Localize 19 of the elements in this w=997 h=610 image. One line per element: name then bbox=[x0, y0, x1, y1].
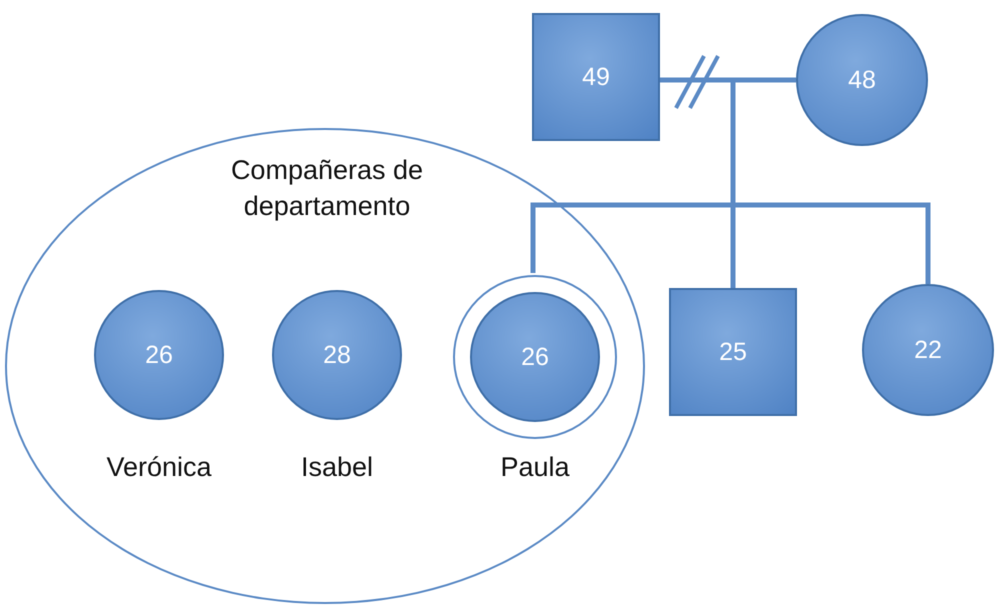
age-number: 49 bbox=[582, 62, 610, 92]
age-number: 25 bbox=[719, 338, 747, 366]
person-name: Isabel bbox=[300, 452, 374, 483]
child-line bbox=[530, 202, 733, 273]
marriage-line bbox=[660, 78, 796, 82]
group-heading: Compañeras de departamento bbox=[230, 154, 424, 223]
age-number: 26 bbox=[521, 342, 549, 372]
double-circle-symbol bbox=[453, 275, 617, 439]
square-symbol bbox=[669, 288, 797, 416]
group-ellipse bbox=[5, 128, 645, 604]
age-number: 48 bbox=[848, 66, 876, 94]
descent-line bbox=[730, 80, 736, 205]
child-line bbox=[733, 202, 930, 284]
age-number: 28 bbox=[323, 340, 351, 370]
age-number: 22 bbox=[914, 336, 942, 364]
square-symbol bbox=[532, 13, 660, 141]
person-name: Paula bbox=[500, 452, 570, 483]
person-name: Verónica bbox=[106, 452, 212, 483]
age-number: 26 bbox=[145, 340, 173, 370]
